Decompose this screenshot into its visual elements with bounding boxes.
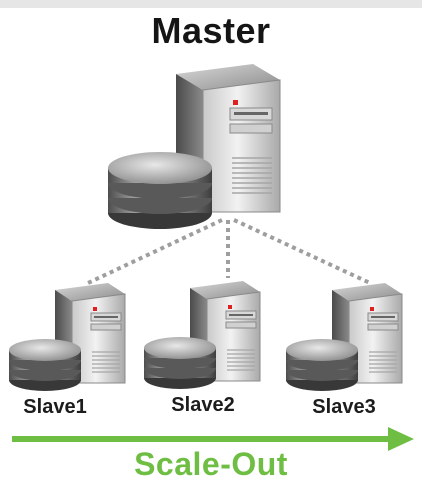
- slave2-database-icon: [144, 337, 216, 389]
- master-database-icon: [108, 152, 212, 229]
- connector-slave3: [233, 218, 371, 285]
- scale-out-label: Scale-Out: [134, 446, 288, 482]
- slave2-label: Slave2: [171, 394, 235, 416]
- arrow-right-icon: [12, 427, 414, 451]
- master-label: Master: [151, 10, 271, 51]
- slave3-label: Slave3: [312, 396, 376, 418]
- slave1-server-icon: [55, 283, 126, 384]
- slave1-database-icon: [9, 339, 81, 391]
- connectors: [87, 218, 371, 285]
- slave3-database-icon: [286, 339, 358, 391]
- connector-slave1: [87, 218, 223, 285]
- top-strip: [0, 0, 422, 8]
- slave1-label: Slave1: [23, 396, 87, 418]
